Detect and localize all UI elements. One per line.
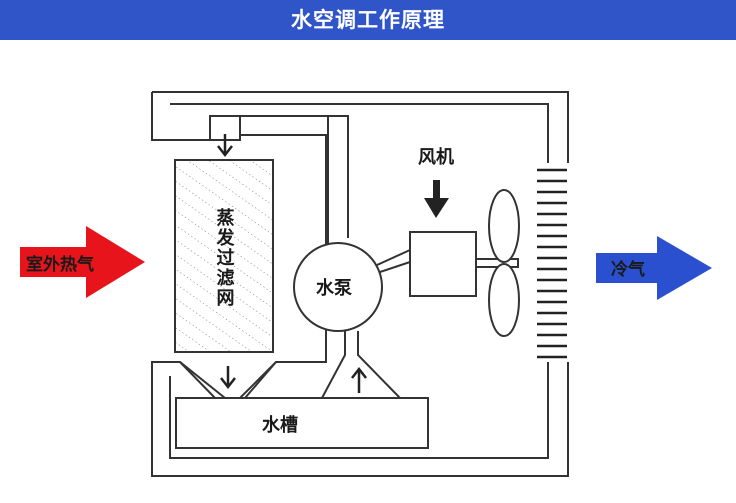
arrow-down-fan-icon	[424, 180, 449, 218]
fan-blade-upper	[488, 189, 520, 263]
outlet-louvers	[537, 168, 567, 359]
tank-label: 水槽	[262, 414, 298, 436]
fan-blade-lower	[488, 263, 520, 337]
pump-inlet-pipe	[321, 331, 401, 399]
fan-label: 风机	[418, 147, 454, 168]
arrow-down-funnel-icon	[220, 366, 236, 390]
housing-outline	[151, 91, 569, 477]
water-tank	[175, 397, 429, 449]
inner-frame	[169, 103, 549, 459]
water-pipe-top	[209, 116, 241, 140]
pump-motor-shaft	[376, 249, 411, 273]
pump-label: 水泵	[316, 277, 352, 299]
water-pipe	[228, 115, 349, 250]
filter-label: 蒸发过滤网	[214, 208, 236, 308]
outlet-cold-air-arrow	[596, 236, 712, 300]
outlet-air-label: 冷气	[611, 259, 645, 280]
arrow-down-filter-icon	[217, 134, 233, 158]
header-bar: 水空调工作原理	[0, 0, 736, 40]
inlet-air-label: 室外热气	[26, 254, 94, 275]
inlet-hot-air-arrow	[20, 226, 145, 298]
water-pump	[293, 242, 383, 332]
fan-axle	[475, 258, 519, 268]
arrow-up-pump-icon	[351, 366, 367, 393]
page-title: 水空调工作原理	[291, 7, 445, 32]
fan-motor	[409, 231, 477, 297]
evaporative-filter	[174, 159, 274, 353]
